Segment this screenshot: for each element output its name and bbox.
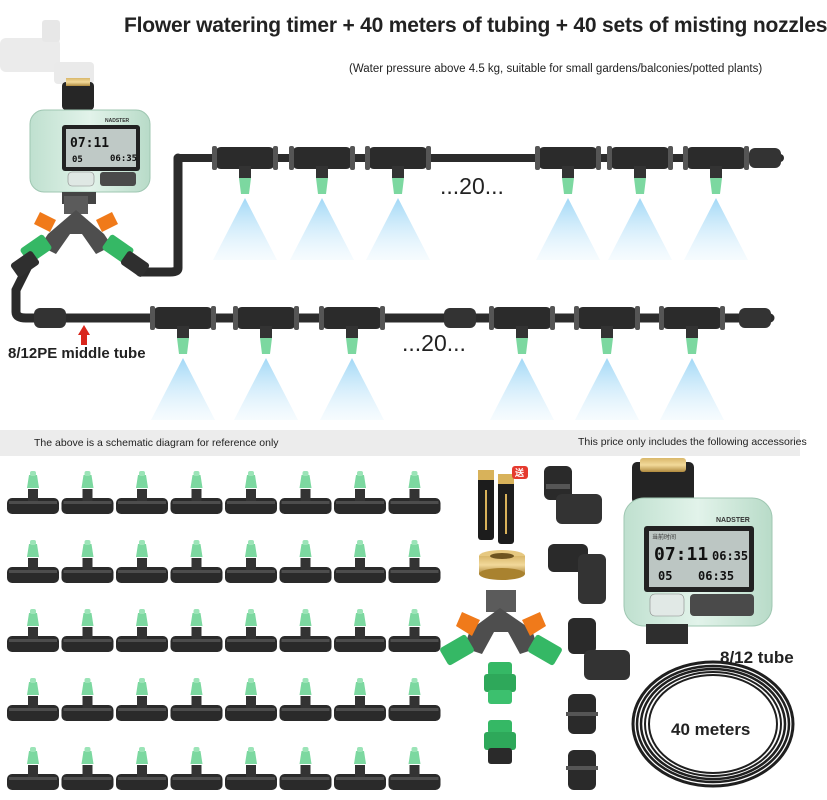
top-nozzle-row [34,146,781,328]
misting-nozzle [212,146,278,260]
section-divider [0,430,800,456]
nozzle-set [170,747,223,790]
timer-brand-label: NADSTER [105,118,130,124]
timer-duration-readout: 05 [72,155,83,165]
gift-tag-label: 送 [514,467,525,478]
accessories-note: This price only includes the following a… [578,436,807,448]
misting-nozzle [365,146,431,260]
timer-accessory-secondary: 06:35 [712,549,748,563]
nozzle-set-grid [7,471,441,790]
page-subtitle: (Water pressure above 4.5 kg, suitable f… [349,63,763,75]
nozzle-set [61,747,114,790]
brass-adapter-icon [479,550,525,580]
pipe-coupler [444,308,476,328]
nozzle-set [388,747,441,790]
nozzle-set [61,471,114,514]
elbow-connector-icon [568,618,630,680]
end-plug-icon [566,750,598,790]
misting-nozzle [659,306,725,420]
nozzle-count-label-bottom: ...20... [402,330,466,356]
end-plug-icon [566,694,598,734]
timer-secondary-readout: 06:35 [110,154,137,164]
misting-nozzle [607,146,673,260]
quick-connector-icon [484,720,516,764]
nozzle-set [334,678,386,721]
nozzle-set [388,609,441,652]
nozzle-set [279,678,332,721]
tube-length-label: 40 meters [671,720,751,739]
bottom-nozzle-row [150,306,725,420]
nozzle-set [334,609,386,652]
nozzle-set [170,678,223,721]
nozzle-set [170,471,223,514]
nozzle-set [225,747,277,790]
misting-nozzle [233,306,299,420]
nozzle-set [116,609,168,652]
batteries-icon [478,466,528,544]
nozzle-count-label-top: ...20... [440,173,504,199]
tube-size-label: 8/12 tube [720,648,794,667]
nozzle-set [388,471,441,514]
elbow-connector-icon [548,544,606,604]
nozzle-set [61,540,114,583]
nozzle-set [61,678,114,721]
nozzle-set [279,747,332,790]
misting-nozzle [289,146,355,260]
misting-nozzle [683,146,749,260]
nozzle-set [116,471,168,514]
misting-nozzle [150,306,216,420]
product-illustration: 07:11 06:35 05 NADSTER 送 [0,20,795,790]
nozzle-set [334,471,386,514]
nozzle-set [279,609,332,652]
timer-time-readout: 07:11 [70,136,109,151]
nozzle-set [170,540,223,583]
timer-accessory-duration-2: 06:35 [698,569,734,583]
nozzle-set [116,747,168,790]
timer-diagram [29,78,151,204]
nozzle-set [225,540,277,583]
nozzle-set [61,609,114,652]
timer-accessory [623,458,773,644]
page-title: Flower watering timer + 40 meters of tub… [124,14,827,37]
misting-nozzle [319,306,385,420]
quick-connector-icon [484,662,516,704]
nozzle-set [388,678,441,721]
nozzle-set [7,609,59,652]
y-splitter-diagram [10,196,150,277]
nozzle-set [7,678,59,721]
nozzle-set [116,540,168,583]
pipe-coupler [34,308,66,328]
nozzle-set [7,747,59,790]
tube-arrow-icon [78,325,90,345]
coiled-tube-icon [631,660,795,788]
nozzle-set [170,609,223,652]
nozzle-set [279,540,332,583]
nozzle-set [225,609,277,652]
y-splitter-accessory [440,590,562,666]
nozzle-set [279,471,332,514]
elbow-connector-icon [544,466,602,524]
pipe-network [11,153,784,323]
nozzle-set [225,678,277,721]
pipe-coupler [749,148,781,168]
timer-accessory-duration: 05 [658,569,672,583]
nozzle-set [388,540,441,583]
pipe-coupler [739,308,771,328]
faucet-icon [0,20,94,84]
nozzle-set [7,471,59,514]
schematic-note: The above is a schematic diagram for ref… [34,437,279,449]
misting-nozzle [489,306,555,420]
nozzle-set [116,678,168,721]
tube-type-label: 8/12PE middle tube [8,345,146,362]
nozzle-set [334,540,386,583]
timer-accessory-cn-label: 当前时间 [652,533,676,541]
timer-accessory-brand: NADSTER [716,517,750,524]
misting-nozzle [574,306,640,420]
misting-nozzle [535,146,601,260]
nozzle-set [334,747,386,790]
timer-accessory-time: 07:11 [654,544,708,565]
nozzle-set [7,540,59,583]
nozzle-set [225,471,277,514]
